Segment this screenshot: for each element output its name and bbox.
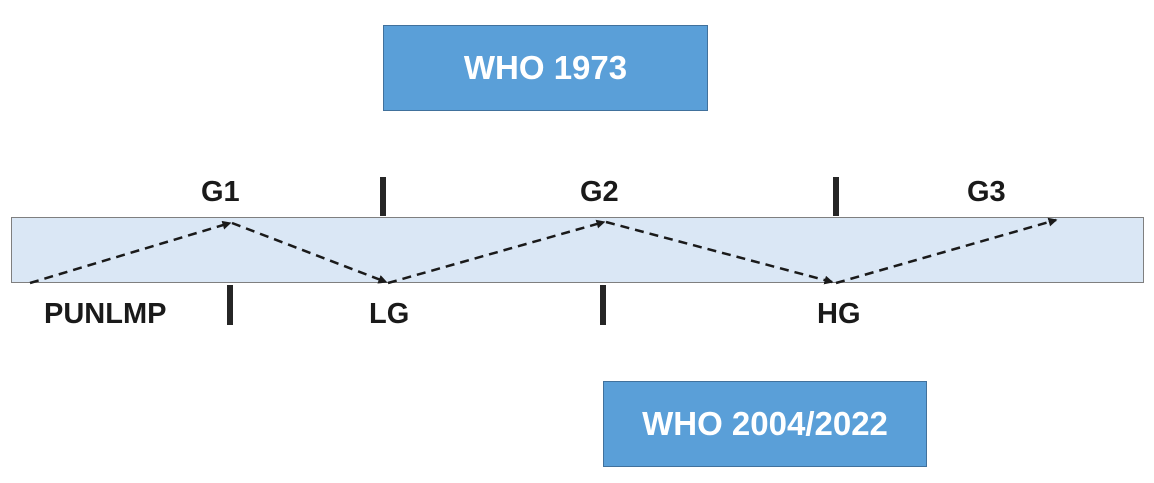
who-2004-divider-1 — [227, 285, 233, 325]
who-2004-divider-2 — [600, 285, 606, 325]
who-1973-label: WHO 1973 — [463, 49, 628, 86]
who-1973-divider-1 — [380, 177, 386, 216]
arrow-hg-to-g3 — [835, 217, 1058, 285]
arrow-g2-to-hg — [605, 220, 834, 285]
arrow-lg-to-g2 — [387, 219, 606, 285]
who-2004-2022-label: WHO 2004/2022 — [642, 405, 888, 442]
grade-lg-label: LG — [369, 298, 410, 330]
grade-g2-label: G2 — [580, 176, 619, 208]
grade-punlmp-label: PUNLMP — [44, 298, 167, 330]
grade-hg-label: HG — [817, 298, 861, 330]
who-1973-divider-2 — [833, 177, 839, 216]
arrow-punlmp-to-g1 — [29, 220, 232, 285]
grade-g3-label: G3 — [967, 176, 1006, 208]
grade-g1-label: G1 — [201, 176, 240, 208]
arrow-g1-to-lg — [231, 221, 388, 284]
who-1973-box: WHO 1973 — [383, 25, 708, 111]
who-2004-2022-box: WHO 2004/2022 — [603, 381, 927, 467]
